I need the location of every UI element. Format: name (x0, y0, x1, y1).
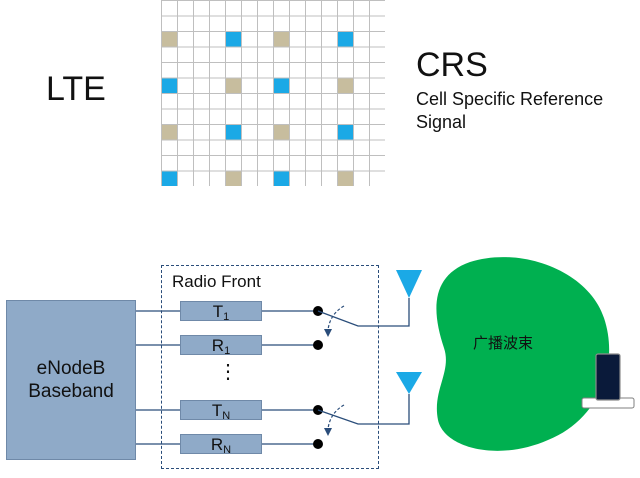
switch-arrowhead-bottom (324, 428, 332, 436)
switch-node-r1 (313, 340, 323, 350)
chain-tn: TN (180, 400, 262, 422)
crs-subtitle: Cell Specific Reference Signal (416, 88, 636, 134)
chain-letter: T (212, 302, 224, 321)
switch-arm-bottom (317, 394, 410, 425)
grid-cell (369, 170, 385, 186)
chain-subscript: N (223, 444, 232, 456)
antenna-bottom-icon (396, 372, 422, 394)
switch-arrow-bottom (327, 404, 345, 430)
antenna-top-icon (396, 270, 422, 298)
chain-letter: R (210, 435, 224, 454)
crs-subtitle-line1: Cell Specific Reference (416, 89, 604, 109)
chain-letter: T (211, 401, 223, 420)
resource-grid-svg (161, 0, 385, 186)
chain-t1: T1 (180, 301, 262, 323)
switch-node-rn (313, 439, 323, 449)
switch-arm-top (317, 298, 410, 327)
chain-letter: R (211, 336, 225, 355)
radio-front-label: Radio Front (172, 272, 261, 291)
chain-subscript: 1 (224, 345, 231, 357)
broadcast-beam-label: 广播波束 (473, 335, 534, 352)
chain-subscript: N (222, 410, 231, 422)
chain-r1: R1 (180, 335, 262, 357)
crs-title: CRS (416, 46, 488, 84)
enodeb-baseband-block: eNodeB Baseband (6, 300, 136, 460)
crs-subtitle-line2: Signal (416, 112, 467, 132)
chain-ellipsis: ⋮ (218, 361, 238, 383)
baseband-label-line2: Baseband (28, 381, 114, 402)
baseband-label-line1: eNodeB (36, 358, 106, 379)
lte-label: LTE (46, 70, 106, 108)
switch-arrowhead-top (324, 329, 332, 337)
switch-arrow-top (327, 305, 345, 331)
chain-subscript: 1 (223, 311, 230, 323)
radio-front-group (161, 265, 379, 469)
broadcast-beam-shape (436, 257, 610, 451)
chain-rn: RN (180, 434, 262, 456)
device-icon (595, 353, 621, 401)
